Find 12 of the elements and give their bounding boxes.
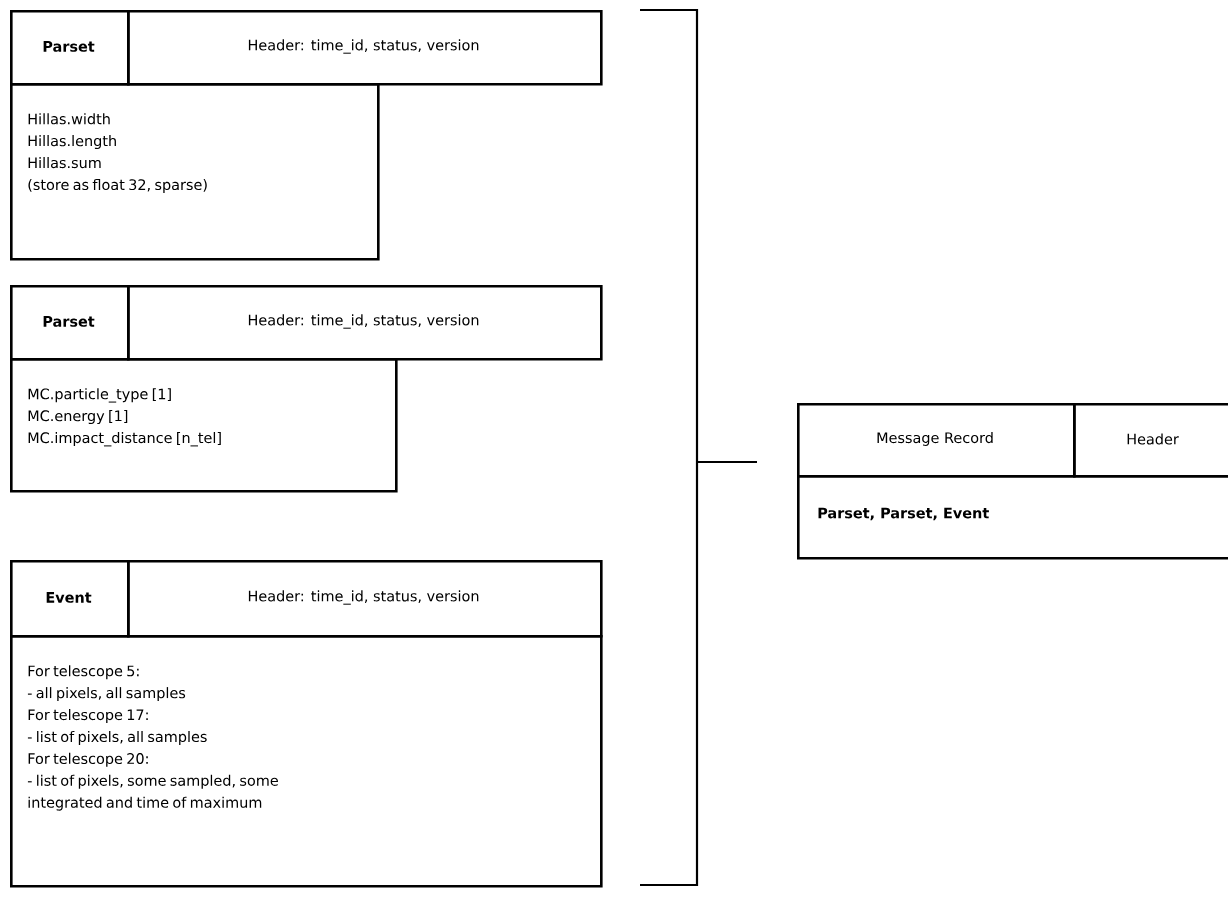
content-box: MC.particle_type [1] MC.energy [1] MC.impact_distance [n_tel] xyxy=(10,358,398,493)
header-cell: Header: time_id, status, version xyxy=(127,10,603,86)
type-cell: Parset xyxy=(10,10,130,86)
record-cell: Message Record xyxy=(797,403,1076,478)
type-cell: Event xyxy=(10,560,130,638)
type-cell: Parset xyxy=(10,285,130,361)
header-cell: Header: time_id, status, version xyxy=(127,560,603,638)
header-cell: Header: time_id, status, version xyxy=(127,285,603,361)
content-box: Hillas.width Hillas.length Hillas.sum (store as float 32, sparse) xyxy=(10,83,380,261)
content-box: Parset, Parset, Event xyxy=(797,475,1228,560)
content-box: For telescope 5: - all pixels, all samples For telescope 17: - list of pixels, all samples For telescope 20: - list of pixels, some sampled, some integrated and time of maximum xyxy=(10,635,603,888)
header-cell: Header xyxy=(1073,403,1228,478)
